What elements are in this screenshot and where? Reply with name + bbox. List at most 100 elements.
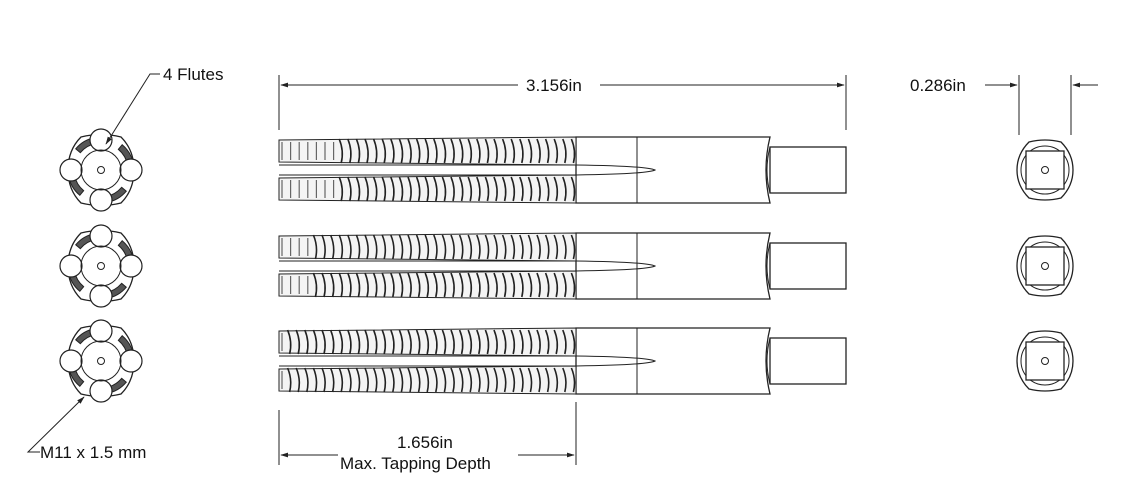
thread-tooth: [415, 329, 421, 355]
thread-row-lower: [278, 270, 577, 300]
thread-tooth: [415, 234, 421, 260]
thread-tooth: [304, 329, 309, 355]
end-view-left-taper: [59, 128, 143, 212]
thread-tooth: [484, 329, 490, 355]
end-view-left-plug: [59, 224, 143, 308]
thread-tooth: [484, 138, 490, 164]
thread-tooth: [484, 272, 490, 298]
thread-tooth: [450, 176, 455, 202]
thread-tooth: [390, 272, 395, 298]
thread-tooth: [510, 329, 516, 355]
thread-tooth: [424, 367, 430, 393]
thread-tooth: [501, 234, 507, 260]
thread-tooth: [458, 329, 464, 355]
flute-cut: [89, 284, 113, 308]
thread-tooth: [407, 367, 412, 393]
tap-core: [80, 245, 122, 287]
thread-tooth: [407, 176, 412, 202]
tap-side-view-bottoming: [278, 327, 847, 395]
thread-tooth: [381, 329, 387, 355]
thread-tooth: [364, 138, 369, 164]
thread-tooth: [458, 234, 464, 260]
thread-tooth: [321, 367, 326, 393]
thread-tooth: [364, 176, 369, 202]
thread-tooth: [347, 234, 352, 260]
thread-tooth: [476, 272, 481, 298]
thread-tooth: [321, 234, 326, 260]
thread-tooth: [364, 272, 369, 298]
overall-length-dimension: 3.156in: [278, 75, 847, 130]
thread-tooth: [433, 234, 438, 260]
thread-tooth: [407, 234, 412, 260]
thread-tooth: [570, 329, 576, 355]
thread-tooth: [433, 329, 438, 355]
thread-tooth: [372, 234, 378, 260]
thread-tooth: [338, 234, 344, 260]
tapping-depth-value: 1.656in: [397, 433, 453, 452]
thread-tooth: [536, 329, 541, 355]
thread-tooth: [441, 329, 447, 355]
thread-tooth: [467, 234, 473, 260]
thread-tooth: [476, 234, 481, 260]
tapping-depth-dimension: 1.656in Max. Tapping Depth: [278, 402, 577, 473]
thread-tooth: [527, 329, 533, 355]
thread-tooth: [372, 176, 378, 202]
tap-core: [80, 340, 122, 382]
thread-tooth: [355, 138, 361, 164]
thread-row-upper: [278, 232, 577, 262]
thread-tooth: [321, 272, 326, 298]
end-view-left-bottoming: [59, 319, 143, 403]
flute-cut: [119, 158, 143, 182]
thread-tooth: [441, 367, 447, 393]
thread-tooth: [424, 329, 430, 355]
thread-row-upper: [278, 327, 577, 357]
thread-tooth: [570, 234, 576, 260]
thread-tooth: [424, 176, 430, 202]
thread-tooth: [510, 234, 516, 260]
thread-tooth: [398, 272, 404, 298]
thread-tooth: [424, 234, 430, 260]
thread-tooth: [450, 234, 455, 260]
thread-tooth: [544, 367, 550, 393]
thread-tooth: [312, 234, 318, 260]
thread-tooth: [312, 272, 318, 298]
thread-tooth: [355, 272, 361, 298]
thread-tooth: [347, 176, 352, 202]
thread-tooth: [553, 176, 559, 202]
flute-runout: [575, 260, 657, 272]
flute-cut: [59, 254, 83, 278]
square-width-label: 0.286in: [910, 76, 966, 95]
overall-length-label: 3.156in: [526, 76, 582, 95]
square-drive-side: [769, 337, 847, 385]
thread-tooth: [415, 367, 421, 393]
thread-tooth: [519, 138, 524, 164]
thread-tooth: [536, 272, 541, 298]
thread-tooth: [527, 367, 533, 393]
thread-tooth: [450, 367, 455, 393]
thread-tooth: [355, 176, 361, 202]
thread-tooth: [553, 272, 559, 298]
thread-tooth: [338, 367, 344, 393]
thread-tooth: [398, 176, 404, 202]
thread-tooth: [570, 272, 576, 298]
thread-tooth: [415, 176, 421, 202]
drive-chamfer: [766, 146, 771, 194]
thread-tooth: [390, 234, 395, 260]
thread-tooth: [510, 138, 516, 164]
tapping-depth-caption: Max. Tapping Depth: [340, 454, 491, 473]
thread-tooth: [372, 272, 378, 298]
center-hole: [97, 166, 105, 174]
tap-core: [80, 149, 122, 191]
thread-tooth: [501, 272, 507, 298]
thread-tooth: [338, 138, 344, 164]
thread-tooth: [544, 176, 550, 202]
thread-tooth: [398, 234, 404, 260]
thread-tooth: [544, 138, 550, 164]
thread-tooth: [467, 329, 473, 355]
thread-tooth: [407, 272, 412, 298]
thread-tooth: [338, 329, 344, 355]
thread-tooth: [381, 176, 387, 202]
flutes-callout: 4 Flutes: [105, 65, 223, 145]
thread-tooth: [372, 367, 378, 393]
drive-chamfer: [766, 242, 771, 290]
